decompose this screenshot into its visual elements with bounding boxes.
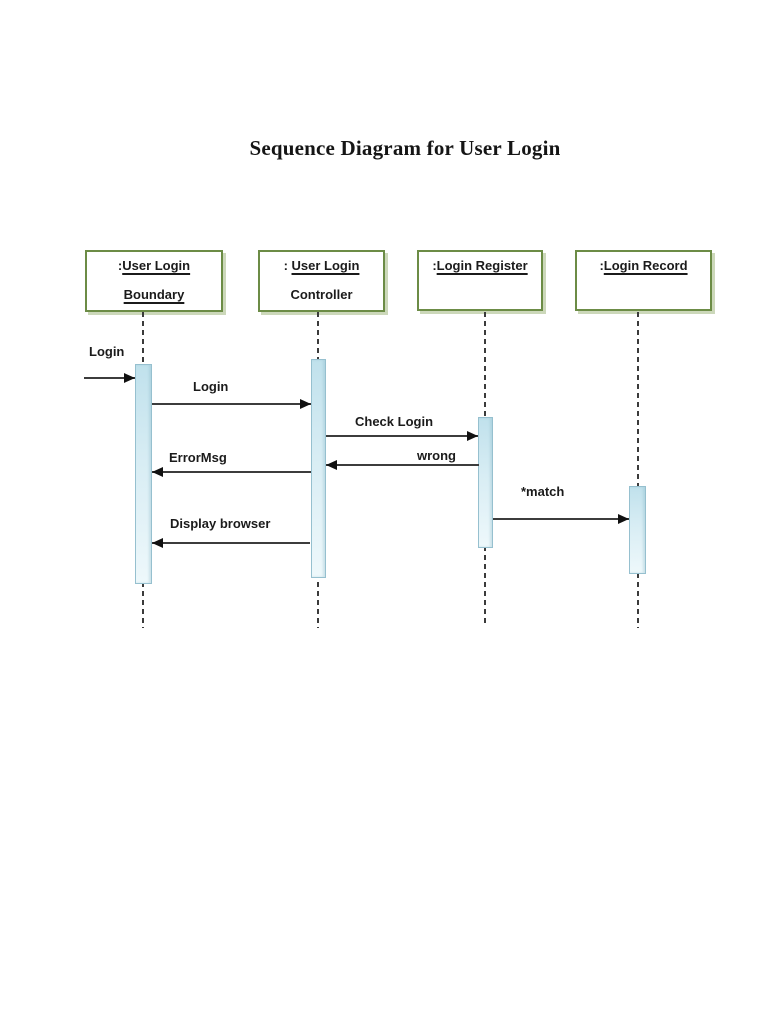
actor-label-prefix: : [599,258,604,273]
actor-label-line1: :User Login [89,258,219,273]
arrowhead-left-icon [152,467,163,477]
actor-label-line1: :Login Record [579,258,708,273]
actor-label-prefix: : [283,258,292,273]
message-arrow-login-external [84,373,135,383]
message-arrow-errormsg [152,467,311,477]
activation-bar-user-login-boundary [135,364,152,584]
actor-label-line1: : User Login [262,258,381,273]
actor-label-line2: Boundary [123,287,185,302]
diagram-title: Sequence Diagram for User Login [249,136,561,160]
actor-label-name: Login Record [603,258,688,273]
actor-label-prefix: : [117,258,123,273]
message-label-match: *match [521,484,565,499]
arrowhead-right-icon [467,431,478,441]
arrowhead-right-icon [618,514,629,524]
message-arrow-login [152,399,311,409]
message-label-login: Login [193,379,229,394]
activation-bar-user-login-controller [311,359,326,578]
message-arrow-wrong [326,460,479,470]
actor-label-name: Login Register [436,258,528,273]
actor-label-name: User Login [122,258,191,273]
actor-label-line2: Controller [290,287,353,302]
message-arrow-check-login [326,431,478,441]
actor-label-prefix: : [432,258,437,273]
message-arrow-match [493,514,629,524]
arrowhead-right-icon [300,399,311,409]
actor-label-name: User Login [291,258,360,273]
activation-bar-login-register [478,417,493,548]
arrowhead-right-icon [124,373,135,383]
actor-label-line1: :Login Register [421,258,539,273]
arrowhead-left-icon [326,460,337,470]
actor-box-login-record: :Login Record [575,250,712,311]
actor-box-login-register: :Login Register [417,250,543,311]
message-label-login-external: Login [89,344,125,359]
message-label-errormsg: ErrorMsg [169,450,227,465]
message-label-wrong: wrong [417,448,456,463]
lifeline-login-record [637,312,639,628]
message-label-check-login: Check Login [355,414,434,429]
arrowhead-left-icon [152,538,163,548]
actor-box-user-login-controller: : User Login Controller [258,250,385,312]
actor-box-user-login-boundary: :User Login Boundary [85,250,223,312]
message-label-display-browser: Display browser [170,516,271,531]
activation-bar-login-record [629,486,646,574]
message-arrow-display-browser [152,538,310,548]
